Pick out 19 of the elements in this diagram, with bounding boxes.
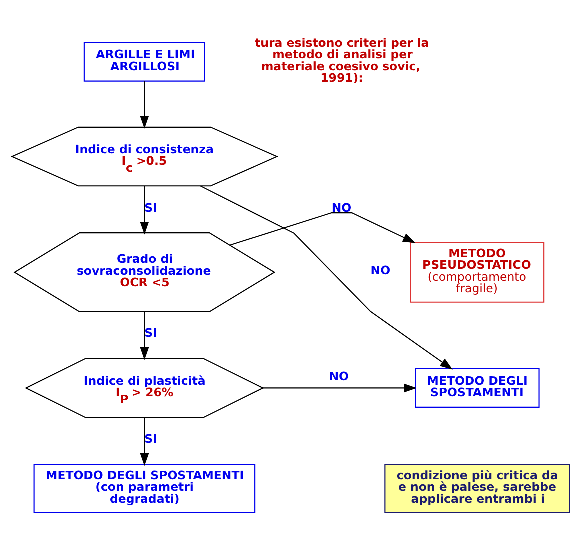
node-box: METODO DEGLI SPOSTAMENTI [415, 368, 540, 408]
edge-label: NO [332, 200, 352, 215]
arrow [200, 186, 453, 370]
edge-label: SI [144, 326, 158, 340]
arrow [230, 212, 416, 246]
arrow [263, 384, 417, 393]
node-box: METODO PSEUDOSTATICO (comportamento fragile) [410, 242, 545, 303]
arrow [140, 81, 150, 129]
label: tura esistono criteri per la metodo di analisi per materiale coesivo sovic, 1991): [255, 36, 430, 86]
arrow [140, 418, 150, 466]
edge-label: SI [144, 200, 158, 215]
edge-label: NO [329, 370, 349, 384]
node-box: condizione più critica da e non è palese, sarebbe applicare entrambi i [384, 464, 570, 514]
edge-label: NO [370, 263, 391, 278]
node-box: ARGILLE E LIMI ARGILLOSI [84, 42, 206, 82]
edge-label: SI [144, 432, 158, 446]
arrow [140, 186, 150, 235]
arrow [140, 312, 150, 360]
node-box: METODO DEGLI SPOSTAMENTI (con parametri degradati) [34, 464, 256, 514]
